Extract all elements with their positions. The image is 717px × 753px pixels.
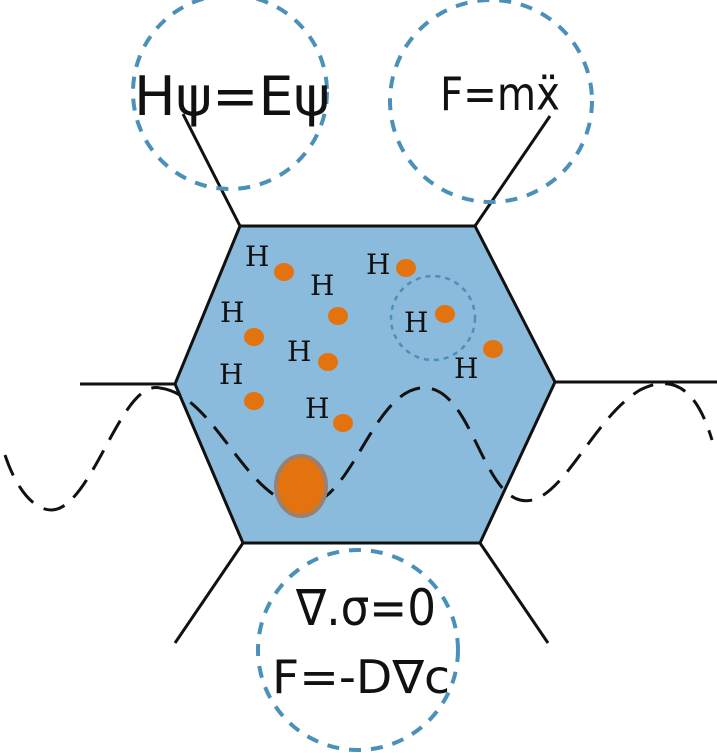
- atom-dot: [396, 259, 416, 277]
- potential-wave-left: [3, 386, 161, 512]
- atom-dot: [328, 307, 348, 325]
- atom-dot: [483, 340, 503, 358]
- equation-equilibrium: ∇.σ=0: [295, 579, 436, 637]
- atom-label: H: [305, 392, 329, 425]
- atom-label: H: [454, 352, 478, 385]
- equation-quantum: Hψ=Eψ: [134, 65, 330, 128]
- connector-bottom-left: [173, 542, 245, 644]
- potential-wave-inside: [159, 382, 714, 507]
- connector-top-left: [181, 113, 242, 227]
- equation-circle-continuum: [256, 548, 460, 752]
- atom-dot: [435, 305, 455, 323]
- atom-label: H: [220, 296, 244, 329]
- equation-circle-newton: [388, 0, 594, 204]
- atom-dot: [274, 263, 294, 281]
- connector-bottom-right: [478, 542, 550, 644]
- equation-circle-quantum: [131, 0, 329, 191]
- connector-top-right: [473, 115, 552, 227]
- hexagon-cell: [173, 224, 557, 545]
- hydrogen-highlight-circle: [389, 274, 477, 362]
- atom-dot: [333, 414, 353, 432]
- atom-dot: [244, 392, 264, 410]
- atom-label: H: [310, 269, 334, 302]
- hydrogen-atoms: H H H H H H H H H: [219, 240, 503, 432]
- atom-label: H: [219, 358, 243, 391]
- equation-newton: F=mẍ: [440, 67, 560, 121]
- atom-dot: [244, 328, 264, 346]
- large-particle: [274, 454, 328, 518]
- atom-label: H: [245, 240, 269, 273]
- atom-label: H: [366, 248, 390, 281]
- atom-label: H: [287, 335, 311, 368]
- atom-dot: [318, 353, 338, 371]
- atom-label: H: [404, 306, 428, 339]
- equation-diffusion: F=-D∇c: [272, 650, 450, 704]
